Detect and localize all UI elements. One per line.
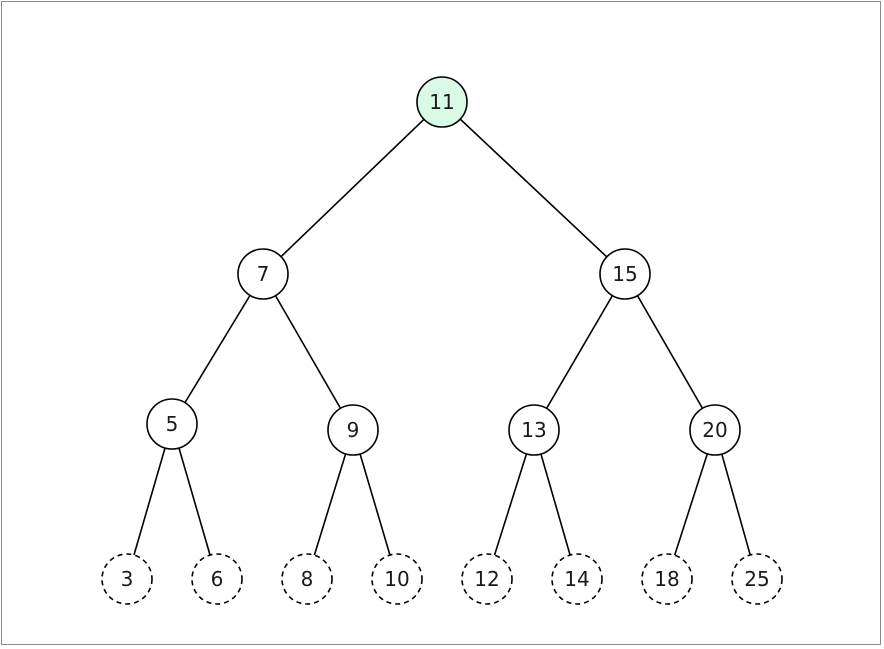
edge-11-15	[459, 118, 608, 258]
tree-node-20: 20	[689, 404, 741, 456]
leaf-node-circle	[641, 553, 693, 605]
tree-node-7: 7	[237, 248, 289, 300]
node-label: 14	[564, 567, 589, 591]
tree-node-12: 12	[461, 553, 513, 605]
node-label: 6	[211, 567, 224, 591]
edge-20-18	[673, 453, 709, 556]
node-circle	[146, 398, 198, 450]
tree-node-13: 13	[508, 404, 560, 456]
nodes-layer: 11 7 15 5 9 13 20 3 6 8 10 12 14 18 25	[101, 76, 783, 605]
tree-node-18: 18	[641, 553, 693, 605]
tree-node-15: 15	[599, 248, 651, 300]
leaf-node-circle	[551, 553, 603, 605]
edge-9-8	[313, 453, 347, 556]
tree-node-5: 5	[146, 398, 198, 450]
node-label: 5	[166, 412, 179, 436]
node-circle	[327, 404, 379, 456]
node-circle	[237, 248, 289, 300]
node-label: 11	[429, 90, 454, 114]
edge-7-5	[184, 294, 251, 404]
edge-5-3	[133, 447, 166, 556]
node-label: 3	[121, 567, 134, 591]
root-node-circle	[416, 76, 468, 128]
node-circle	[508, 404, 560, 456]
tree-node-11: 11	[416, 76, 468, 128]
leaf-node-circle	[101, 553, 153, 605]
edge-5-6	[178, 447, 211, 556]
edge-15-13	[545, 295, 614, 409]
tree-node-6: 6	[191, 553, 243, 605]
node-label: 10	[384, 567, 409, 591]
tree-node-10: 10	[371, 553, 423, 605]
tree-node-9: 9	[327, 404, 379, 456]
edge-15-20	[636, 295, 704, 409]
leaf-node-circle	[731, 553, 783, 605]
tree-node-25: 25	[731, 553, 783, 605]
node-label: 18	[654, 567, 679, 591]
node-circle	[599, 248, 651, 300]
leaf-node-circle	[281, 553, 333, 605]
edge-20-25	[721, 453, 751, 556]
node-label: 8	[301, 567, 314, 591]
edge-11-7	[280, 118, 425, 258]
leaf-node-circle	[371, 553, 423, 605]
node-label: 7	[257, 262, 270, 286]
node-label: 15	[612, 262, 637, 286]
leaf-node-circle	[461, 553, 513, 605]
tree-node-14: 14	[551, 553, 603, 605]
node-label: 20	[702, 418, 727, 442]
node-label: 9	[347, 418, 360, 442]
tree-node-3: 3	[101, 553, 153, 605]
tree-node-8: 8	[281, 553, 333, 605]
node-label: 13	[521, 418, 546, 442]
edge-13-12	[493, 453, 528, 556]
edge-13-14	[540, 453, 571, 556]
node-label: 12	[474, 567, 499, 591]
edges-layer	[133, 118, 751, 556]
edge-9-10	[359, 453, 391, 556]
edge-7-9	[274, 295, 342, 409]
leaf-node-circle	[191, 553, 243, 605]
node-circle	[689, 404, 741, 456]
node-label: 25	[744, 567, 769, 591]
